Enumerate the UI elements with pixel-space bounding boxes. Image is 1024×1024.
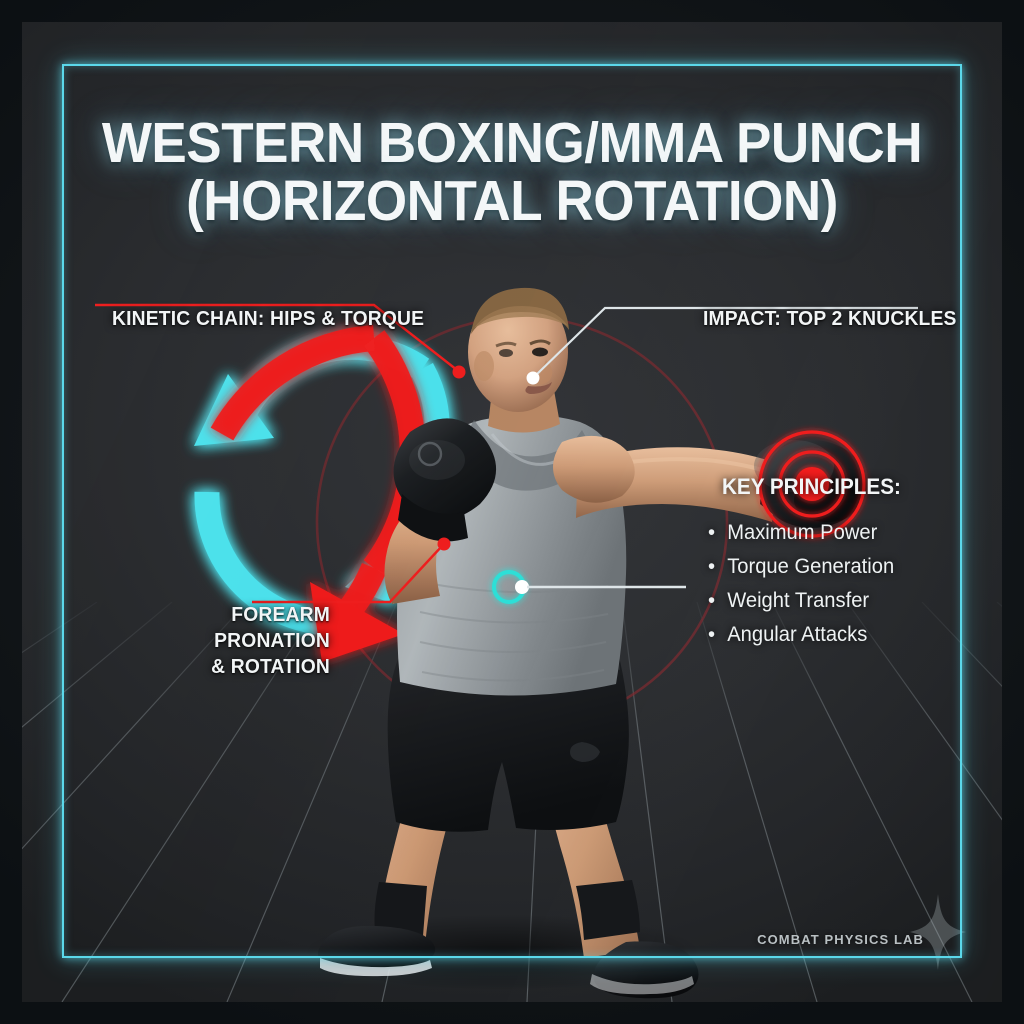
leader-kinetic-chain <box>95 303 466 379</box>
bullet-icon: • <box>708 555 716 578</box>
list-item-label: Weight Transfer <box>727 589 870 612</box>
list-item: • Angular Attacks <box>708 618 894 652</box>
panel-texture <box>22 22 1002 1002</box>
list-item: • Maximum Power <box>708 516 894 550</box>
bullet-icon: • <box>708 623 716 646</box>
list-item: • Weight Transfer <box>708 584 894 618</box>
watermark-text: COMBAT PHYSICS LAB <box>757 932 924 947</box>
sparkle-diamond-icon <box>910 894 966 970</box>
leader-forearm-pronation <box>252 537 451 604</box>
annotation-label-forearm-pronation: FOREARM PRONATION & ROTATION <box>211 603 330 679</box>
poster-panel: WESTERN BOXING/MMA PUNCH (HORIZONTAL ROT… <box>22 22 1002 1002</box>
leader-impact <box>526 306 918 385</box>
bullet-icon: • <box>708 589 716 612</box>
impact-target-marker <box>758 430 866 538</box>
annotation-label-kinetic-chain: KINETIC CHAIN: HIPS & TORQUE <box>112 307 425 330</box>
bullet-icon: • <box>708 521 716 544</box>
list-item: • Torque Generation <box>708 550 894 584</box>
boxer-figure <box>302 287 866 999</box>
diagram-overlay <box>95 287 918 999</box>
rear-boxing-glove <box>393 418 497 520</box>
key-principles-list: • Maximum Power • Torque Generation • We… <box>708 516 902 652</box>
list-item-label: Torque Generation <box>727 555 895 578</box>
page-title: WESTERN BOXING/MMA PUNCH (HORIZONTAL ROT… <box>101 111 923 234</box>
list-item-label: Maximum Power <box>727 521 878 544</box>
key-principles-heading: KEY PRINCIPLES: <box>722 474 901 499</box>
list-item-label: Angular Attacks <box>727 623 868 646</box>
annotation-label-impact: IMPACT: TOP 2 KNUCKLES <box>703 307 957 330</box>
core-rotation-marker <box>492 570 529 604</box>
